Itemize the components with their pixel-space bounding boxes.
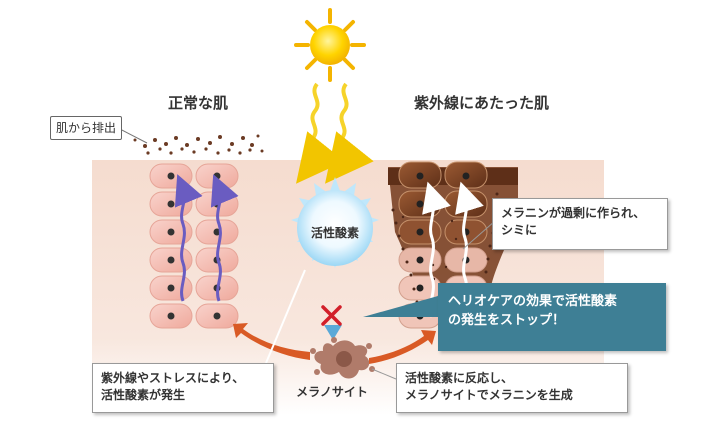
active-oxygen-burst-icon — [291, 177, 379, 268]
melanin-arrow-right — [369, 330, 436, 364]
react-connector — [371, 368, 397, 380]
normal-turnover-arrow-left — [174, 174, 203, 302]
melanin-callout-connector — [462, 220, 496, 250]
uv-wave-icon — [296, 82, 374, 184]
react-callout: 活性酸素に反応し、 メラノサイトでメラニンを生成 — [396, 363, 628, 413]
react-line-2: メラノサイトでメラニンを生成 — [405, 388, 573, 403]
melanin-overmade-line-1: メラニンが過剰に作られ、 — [501, 206, 646, 220]
normal-skin-title: 正常な肌 — [168, 94, 229, 112]
uv-skin-title: 紫外線にあたった肌 — [414, 94, 550, 112]
uv-stress-callout: 紫外線やストレスにより、 活性酸素が発生 — [92, 363, 274, 413]
normal-turnover-arrow-right — [210, 174, 239, 302]
melanocyte-label: メラノサイト — [296, 385, 368, 399]
heliocare-pointer — [363, 296, 438, 317]
uv-stress-line-1: 紫外線やストレスにより、 — [101, 371, 245, 385]
sun-icon — [294, 8, 366, 82]
excrete-particles — [133, 134, 264, 155]
uv-stress-line-2: 活性酸素が発生 — [101, 388, 186, 403]
melanin-overmade-callout: メラニンが過剰に作られ、 シミに — [492, 198, 668, 250]
cross-mark-icon — [321, 305, 342, 326]
oxygen-pointer — [324, 325, 342, 340]
excrete-connector — [117, 127, 148, 144]
uv-stress-connector — [265, 269, 306, 364]
melanocyte-icon — [310, 337, 375, 379]
heliocare-line-2: の発生をストップ！ — [448, 312, 566, 328]
uv-turnover-arrow-left — [422, 181, 451, 318]
active-oxygen-label: 活性酸素 — [310, 226, 359, 240]
melanin-arrow-left — [233, 323, 310, 360]
heliocare-callout: ヘリオケアの効果で活性酸素 の発生をストップ！ — [438, 283, 666, 351]
melanin-overmade-line-2: シミに — [501, 223, 538, 238]
heliocare-line-1: ヘリオケアの効果で活性酸素 — [448, 294, 618, 309]
react-line-1: 活性酸素に反応し、 — [405, 371, 514, 385]
excrete-label: 肌から排出 — [50, 116, 122, 140]
